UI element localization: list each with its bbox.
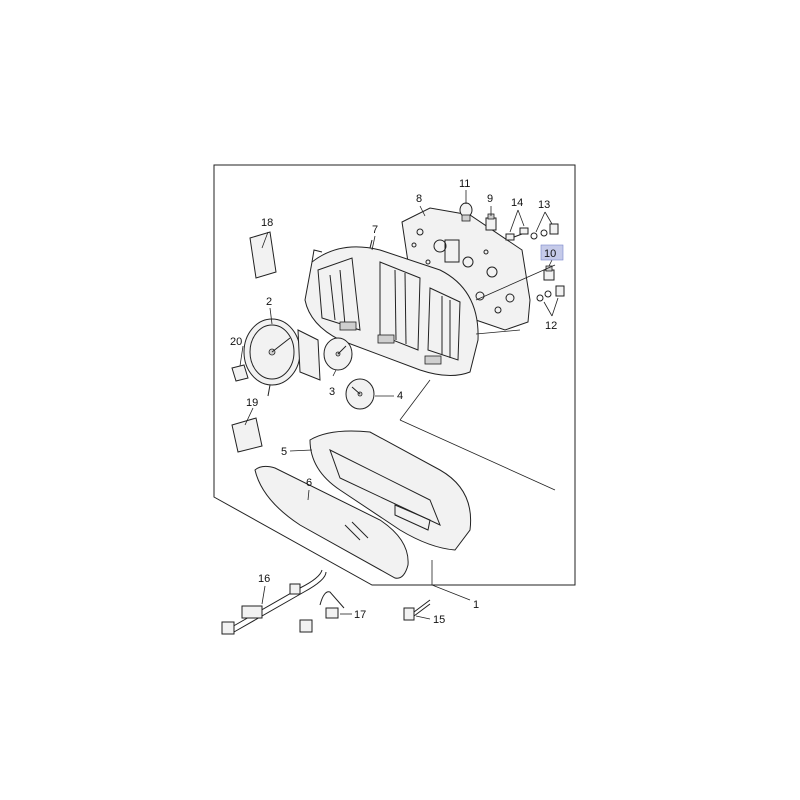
label-3[interactable]: 3: [329, 386, 335, 398]
label-16[interactable]: 16: [258, 573, 270, 585]
part-10-connector[interactable]: [543, 265, 555, 281]
part-6-lens-cover[interactable]: [254, 465, 409, 579]
label-8[interactable]: 8: [416, 193, 422, 205]
label-5[interactable]: 5: [281, 446, 287, 458]
label-19[interactable]: 19: [246, 397, 258, 409]
part-14-screws[interactable]: [505, 227, 529, 241]
part-3-gauge[interactable]: [323, 337, 353, 371]
label-18[interactable]: 18: [261, 217, 273, 229]
label-4[interactable]: 4: [397, 390, 403, 402]
part-7-cluster-housing[interactable]: [304, 239, 479, 376]
label-13[interactable]: 13: [538, 199, 550, 211]
part-2-speedometer[interactable]: [243, 318, 321, 397]
part-11-bulb[interactable]: [459, 202, 473, 222]
label-10[interactable]: 10: [544, 248, 556, 260]
label-11[interactable]: 11: [459, 178, 470, 190]
label-17[interactable]: 17: [354, 609, 366, 621]
part-16-speedometer-cable[interactable]: [221, 569, 327, 635]
callout-labels: 1 2 3 4 5 6 7 8 9 10 11 12 13 14 15 16 1…: [230, 178, 557, 626]
part-15-screw[interactable]: [403, 599, 431, 621]
part-9-bulb-socket[interactable]: [485, 213, 497, 231]
label-2[interactable]: 2: [266, 296, 272, 308]
part-5-bezel[interactable]: [309, 430, 472, 551]
label-20[interactable]: 20: [230, 336, 242, 348]
part-12-washer-screw[interactable]: [536, 285, 565, 302]
part-4-gauge[interactable]: [345, 378, 375, 410]
guide-lines: [399, 264, 556, 491]
part-17-sensor[interactable]: [299, 591, 345, 633]
part-20-bulb-holder[interactable]: [231, 364, 249, 382]
label-6[interactable]: 6: [306, 477, 312, 489]
assembly-frame: [213, 164, 576, 586]
highlight-box-10: [540, 244, 564, 261]
label-9[interactable]: 9: [487, 193, 493, 205]
label-1[interactable]: 1: [473, 599, 479, 611]
leader-lines: [239, 190, 559, 620]
label-7[interactable]: 7: [372, 224, 378, 236]
label-15[interactable]: 15: [433, 614, 445, 626]
label-12[interactable]: 12: [545, 320, 557, 332]
part-13-washer-screw[interactable]: [530, 223, 559, 240]
label-14[interactable]: 14: [511, 197, 523, 209]
part-19-plate[interactable]: [231, 417, 263, 453]
part-18-plate[interactable]: [249, 231, 277, 279]
